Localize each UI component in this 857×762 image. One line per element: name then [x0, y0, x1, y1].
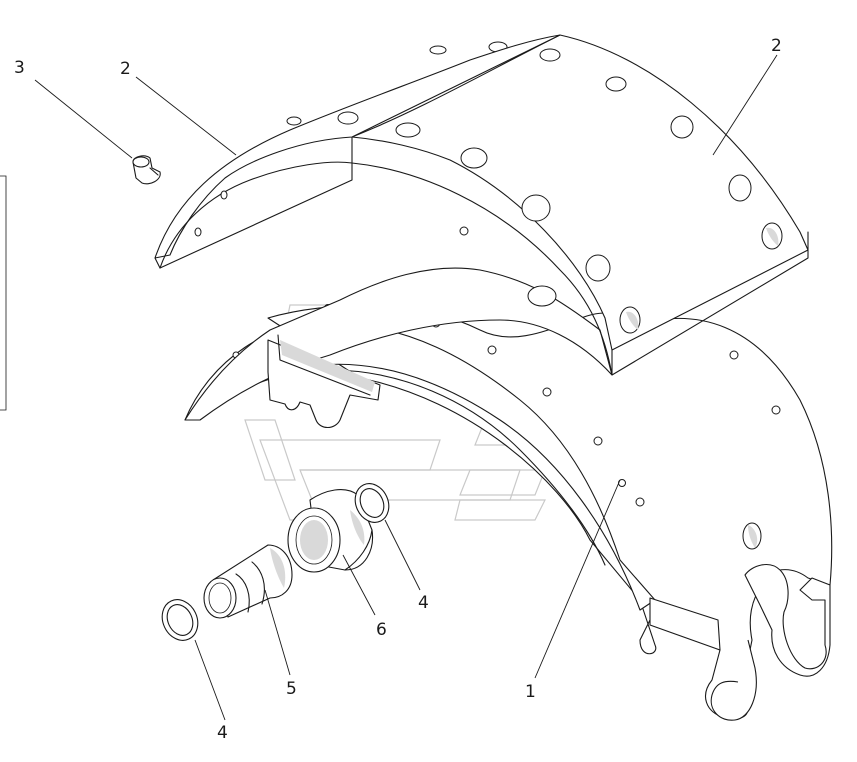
snap-ring-left [161, 599, 199, 641]
callout-2-left: 2 [120, 59, 131, 79]
brake-lining-left [154, 34, 561, 269]
brake-shoe-body [184, 226, 833, 721]
callout-2-right: 2 [771, 36, 782, 56]
frame-edge [0, 175, 7, 411]
rivet [132, 155, 161, 185]
callout-6: 6 [376, 620, 387, 640]
callout-4-right: 4 [418, 593, 429, 613]
callout-3: 3 [14, 58, 25, 78]
callout-4-left: 4 [217, 723, 228, 743]
leader-lines [34, 54, 778, 721]
brake-lining-right [351, 34, 809, 376]
callout-5: 5 [286, 679, 297, 699]
snap-ring-right [354, 483, 390, 523]
bushing [287, 489, 374, 573]
callout-1: 1 [525, 682, 536, 702]
anchor-pin [203, 544, 293, 619]
